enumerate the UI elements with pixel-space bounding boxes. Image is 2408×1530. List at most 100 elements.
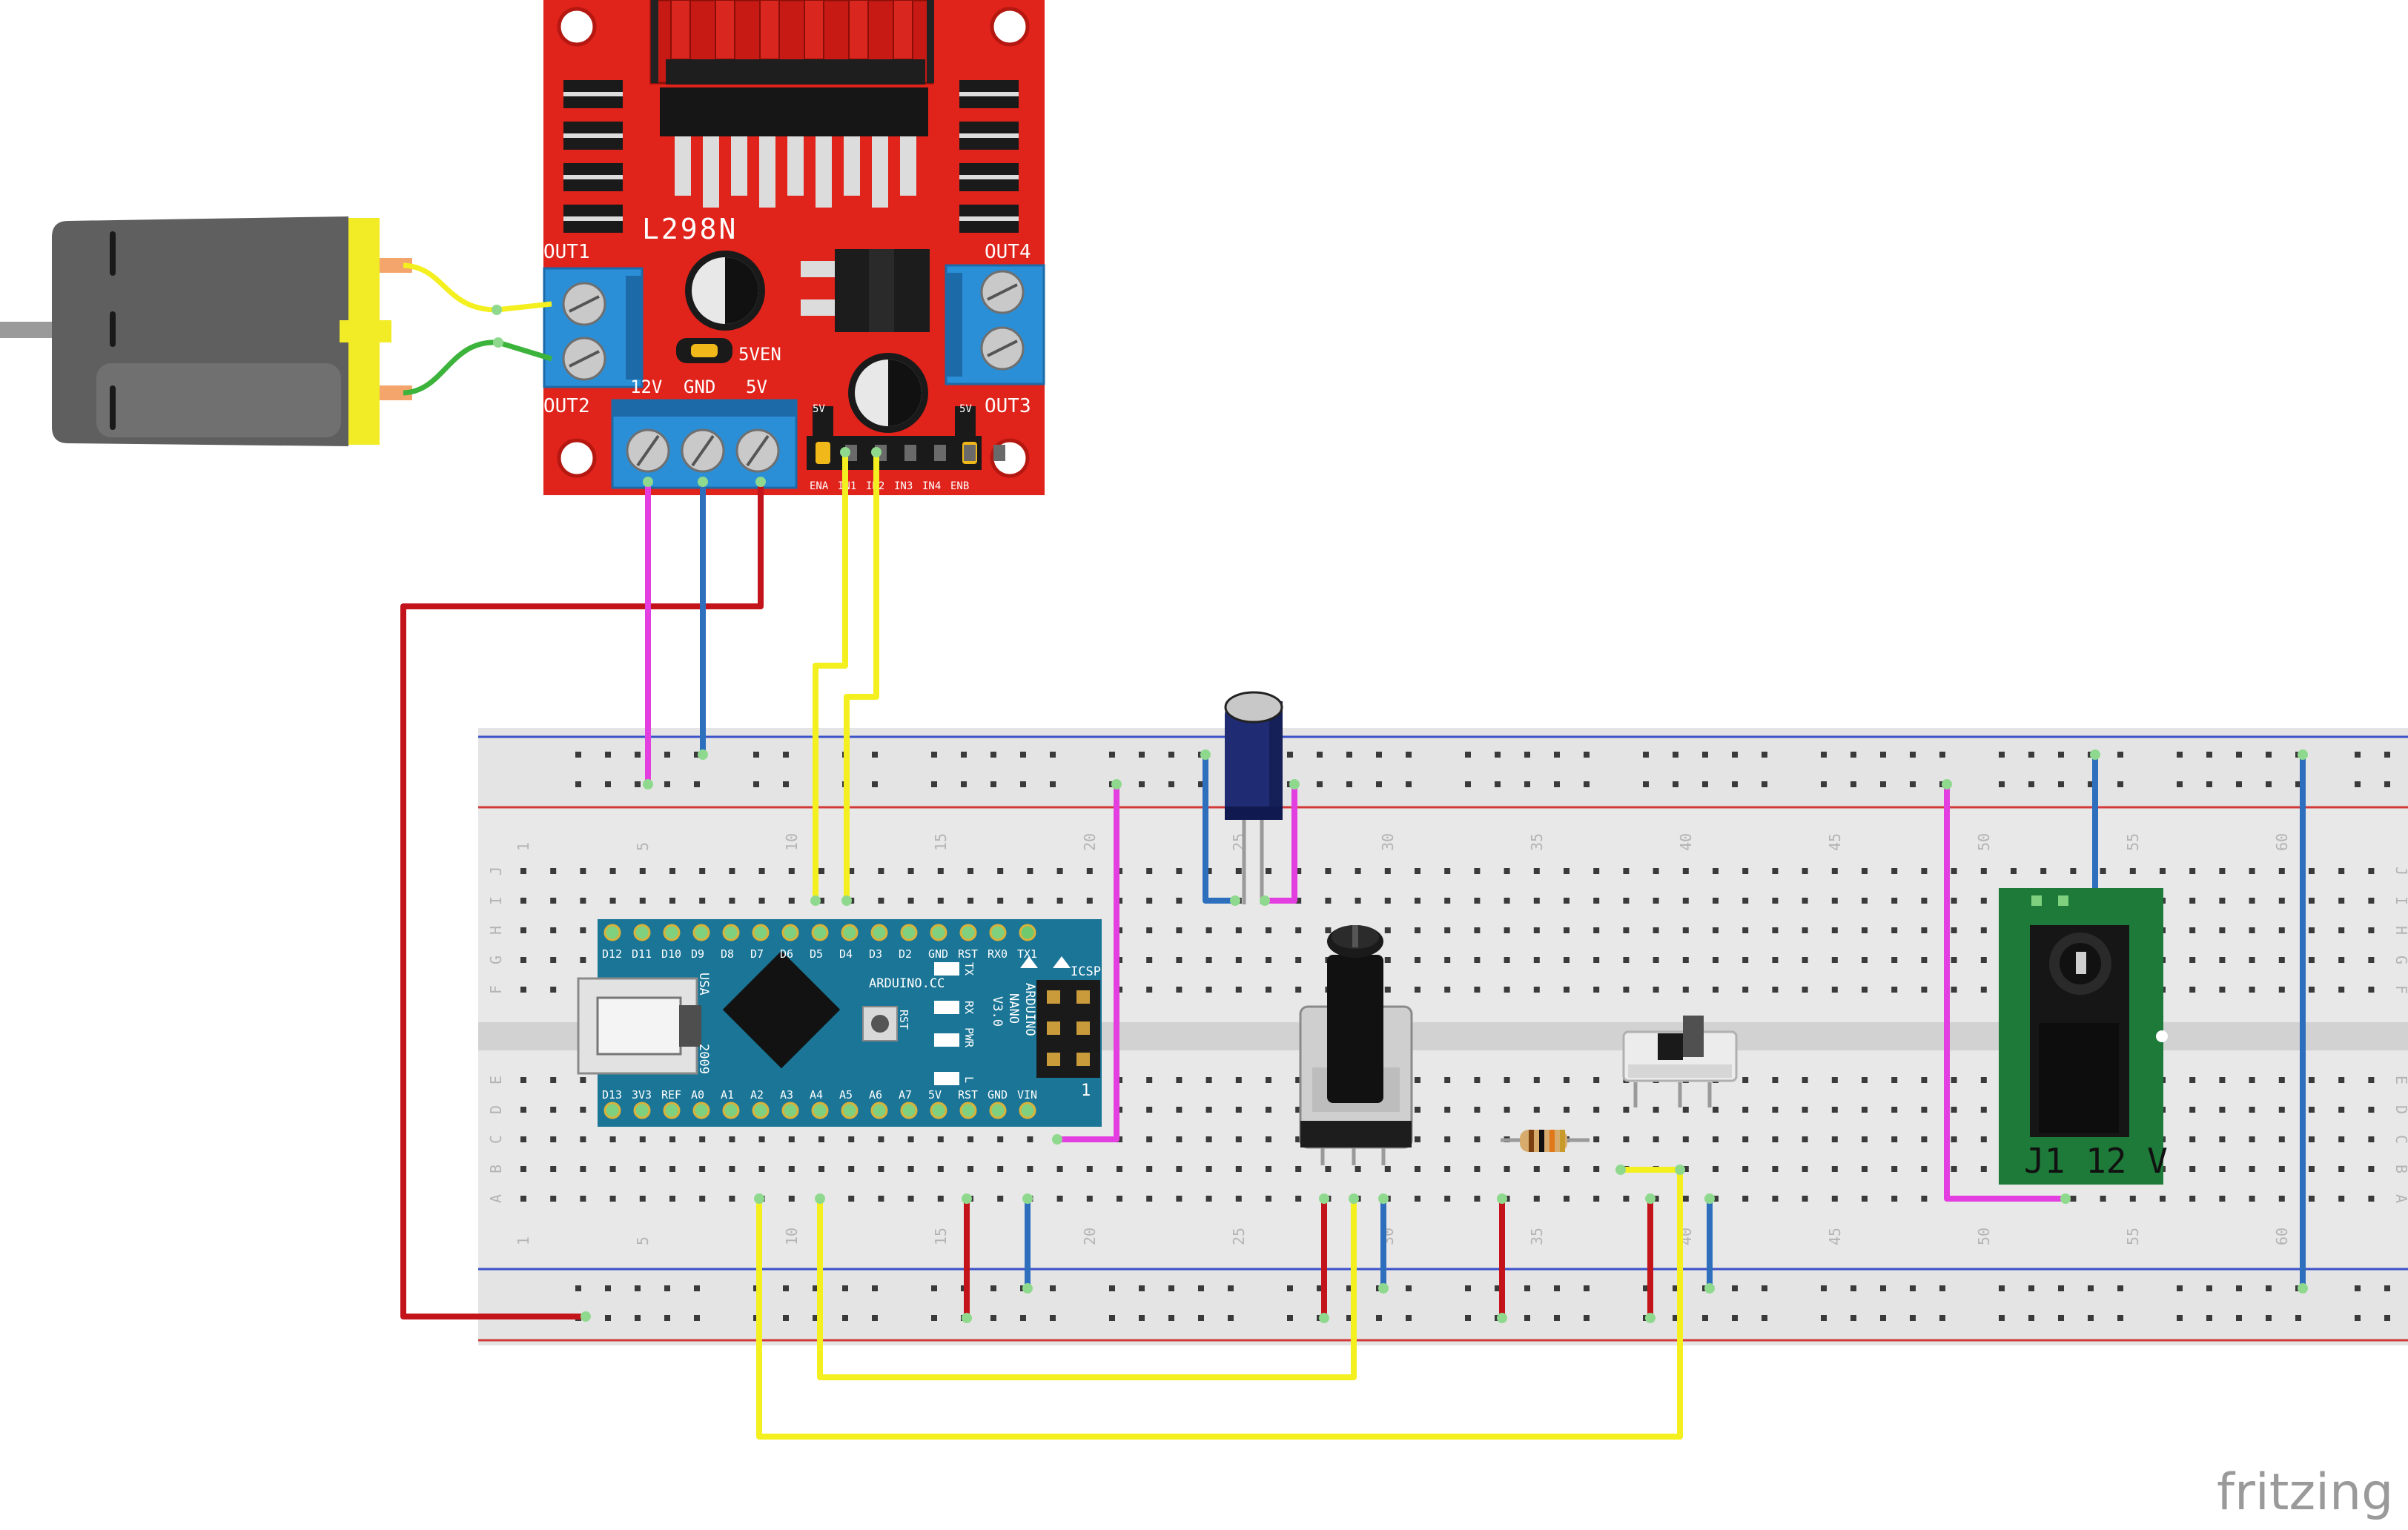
wire-endpoint (1645, 1313, 1656, 1323)
breadboard-hole (1146, 957, 1153, 963)
rail-hole (2177, 1285, 2183, 1291)
breadboard-hole (1474, 957, 1481, 963)
motor-terminal-out3-out4[interactable] (945, 264, 1045, 385)
column-number-top: 10 (783, 833, 801, 851)
rail-hole (1702, 781, 1708, 787)
breadboard-hole (2219, 1166, 2226, 1172)
dc-motor[interactable] (0, 216, 412, 446)
power-terminal-block[interactable] (611, 399, 798, 489)
row-letter-left: B (487, 1165, 505, 1173)
rail-hole (1880, 752, 1886, 758)
breadboard-hole (1266, 1196, 1271, 1202)
rail-hole (575, 1285, 581, 1291)
breadboard-hole (1295, 957, 1302, 963)
rail-hole (1228, 1315, 1234, 1321)
nano-usb-plug (679, 1005, 701, 1047)
breadboard-hole (1444, 1196, 1451, 1202)
rail-hole (2117, 1315, 2123, 1321)
breadboard-hole (848, 868, 855, 874)
nano-pin-label-bottom: A1 (721, 1088, 734, 1102)
nano-pin-label-bottom: A7 (899, 1088, 912, 1102)
breadboard-hole (2100, 1196, 2106, 1202)
row-letter-left: D (487, 1105, 505, 1114)
breadboard-hole (1354, 1166, 1361, 1172)
breadboard-hole (1921, 987, 1928, 993)
nano-pin-label-bottom: A3 (780, 1088, 793, 1102)
breadboard-hole (2278, 1107, 2285, 1113)
breadboard-hole (1593, 987, 1600, 993)
row-letter-right: I (2392, 896, 2408, 905)
nano-pin-label-top: GND (928, 947, 948, 961)
slide-switch[interactable] (1622, 1016, 1738, 1107)
breadboard-hole (1176, 957, 1182, 963)
nano-pin-top (870, 924, 888, 941)
breadboard-hole (2249, 1166, 2255, 1172)
wire-endpoint (1022, 1193, 1033, 1204)
rail-hole (783, 781, 789, 787)
motor-terminal-out1-out2[interactable] (543, 267, 644, 388)
5ven-jumper[interactable] (676, 338, 732, 363)
breadboard-hole (818, 868, 824, 874)
breadboard-hole (1176, 1107, 1182, 1113)
breadboard-hole (1146, 898, 1153, 904)
potentiometer[interactable] (1299, 925, 1413, 1165)
breadboard-hole (788, 1136, 795, 1142)
rail-hole (1880, 1315, 1886, 1321)
dc-power-jack[interactable] (1999, 888, 2168, 1185)
breadboard-hole (1742, 1077, 1749, 1083)
breadboard-hole (1146, 1107, 1153, 1113)
rail-hole (872, 752, 878, 758)
breadboard-hole (1802, 1196, 1808, 1202)
breadboard-hole (2309, 1196, 2315, 1202)
breadboard-hole (1564, 927, 1570, 933)
resistor[interactable] (1501, 1130, 1590, 1152)
rail-hole (1584, 1285, 1590, 1291)
rail-hole (1643, 1285, 1649, 1291)
rail-hole (1050, 781, 1056, 787)
breadboard-hole (1295, 927, 1302, 933)
breadboard-hole (1266, 1077, 1271, 1083)
breadboard-hole (1564, 957, 1570, 963)
rail-hole (1376, 752, 1382, 758)
nano-led-pwr-label: PWR (962, 1027, 976, 1048)
out3-label: OUT3 (985, 395, 1031, 417)
breadboard-hole (1921, 898, 1928, 904)
rail-hole (931, 1285, 937, 1291)
breadboard-hole (1713, 868, 1719, 874)
breadboard-hole (1623, 1196, 1630, 1202)
rail-hole (842, 1315, 848, 1321)
breadboard-hole (1533, 927, 1540, 933)
breadboard-hole (2249, 1077, 2255, 1083)
breadboard-hole (1862, 1136, 1868, 1142)
electrolytic-capacitor[interactable] (1224, 691, 1283, 904)
nano-led-tx (934, 962, 959, 976)
breadboard-hole (1444, 898, 1451, 904)
l298n-motor-driver[interactable]: 5VEN L298N OUT1 OUT2 OUT4 OUT3 12V G (543, 0, 1045, 495)
breadboard-hole (1325, 898, 1332, 904)
breadboard-hole (1593, 957, 1600, 963)
breadboard-hole (2100, 868, 2106, 874)
nano-pin-label-top: D2 (899, 947, 912, 961)
breadboard-hole (580, 1166, 586, 1172)
nano-icsp-header[interactable] (1036, 980, 1100, 1078)
rail-hole (2028, 752, 2034, 758)
nano-pin-bottom (1019, 1102, 1036, 1119)
breadboard-hole (997, 1196, 1004, 1202)
mount-hole (557, 7, 597, 47)
breadboard-hole (2189, 957, 2196, 963)
breadboard-hole (1235, 927, 1242, 933)
rail-hole (1050, 1315, 1056, 1321)
breadboard-hole (1146, 1166, 1153, 1172)
nano-reset-button[interactable] (862, 1006, 898, 1041)
breadboard-hole (1117, 1196, 1122, 1202)
wire-endpoint (871, 447, 882, 457)
breadboard-hole (2338, 1196, 2345, 1202)
breadboard-hole (550, 1077, 557, 1083)
rail-hole (2177, 752, 2183, 758)
nano-icsp-pin1-label: 1 (1081, 1082, 1091, 1100)
arduino-nano[interactable]: D12D13D113V3D10REFD9A0D8A1D7A2D6A3D5A4D4… (577, 919, 1102, 1127)
breadboard-top-rail (478, 728, 2408, 808)
breadboard-hole (1653, 898, 1659, 904)
wire-endpoint (1704, 1193, 1715, 1204)
breadboard-hole (1980, 957, 1987, 963)
